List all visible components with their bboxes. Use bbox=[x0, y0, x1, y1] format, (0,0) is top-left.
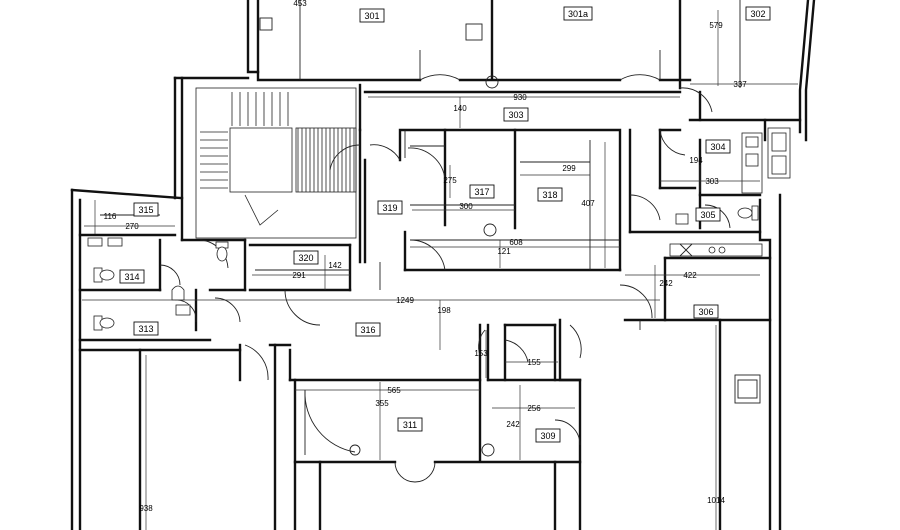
dim-116: 116 bbox=[104, 212, 117, 221]
dim-337: 337 bbox=[733, 80, 747, 89]
dim-155: 155 bbox=[527, 358, 541, 367]
room-319-label: 319 bbox=[377, 200, 403, 215]
room-311-label: 311 bbox=[397, 417, 423, 432]
dimension-labels: 453 579 337 930 140 194 303 299 275 300 … bbox=[104, 0, 748, 513]
dim-355: 355 bbox=[375, 399, 389, 408]
room-309-label: 309 bbox=[535, 428, 561, 443]
dim-291: 291 bbox=[292, 271, 306, 280]
dim-579: 579 bbox=[709, 21, 723, 30]
room-317-label: 317 bbox=[469, 184, 495, 199]
svg-text:301a: 301a bbox=[568, 9, 588, 19]
svg-text:319: 319 bbox=[382, 203, 397, 213]
room-302-label: 302 bbox=[745, 6, 771, 21]
room-313-label: 313 bbox=[133, 321, 159, 336]
dim-142: 142 bbox=[328, 261, 342, 270]
toilet-icon bbox=[737, 205, 759, 221]
fixtures bbox=[87, 127, 791, 331]
staircase bbox=[195, 87, 357, 239]
dim-140: 140 bbox=[453, 104, 467, 113]
room-labels: 301 301a 302 303 304 305 306 309 311 313… bbox=[119, 6, 771, 443]
dim-938: 938 bbox=[139, 504, 153, 513]
sink-icon bbox=[87, 213, 689, 316]
dimension-lines bbox=[82, 10, 798, 530]
toilet-icon bbox=[93, 315, 115, 331]
svg-text:318: 318 bbox=[542, 190, 557, 200]
kitchen-counter-icon bbox=[669, 127, 791, 257]
dim-303: 303 bbox=[705, 177, 719, 186]
svg-text:303: 303 bbox=[508, 110, 523, 120]
dim-194: 194 bbox=[689, 156, 703, 165]
dim-270: 270 bbox=[125, 222, 139, 231]
dim-121: 121 bbox=[497, 247, 511, 256]
dim-300: 300 bbox=[459, 202, 473, 211]
svg-text:317: 317 bbox=[474, 187, 489, 197]
dim-242-left: 242 bbox=[506, 420, 520, 429]
room-306-label: 306 bbox=[693, 304, 719, 319]
room-320-label: 320 bbox=[293, 250, 319, 265]
urinal-icon bbox=[171, 285, 185, 301]
svg-text:301: 301 bbox=[364, 11, 379, 21]
toilet-icon bbox=[215, 241, 229, 262]
dim-407: 407 bbox=[581, 199, 595, 208]
dim-453: 453 bbox=[293, 0, 307, 8]
svg-text:309: 309 bbox=[540, 431, 555, 441]
room-314-label: 314 bbox=[119, 269, 145, 284]
dim-198: 198 bbox=[437, 306, 451, 315]
walls bbox=[70, 0, 816, 530]
dim-153: 153 bbox=[474, 349, 488, 358]
dim-1014: 1014 bbox=[707, 496, 725, 505]
svg-text:305: 305 bbox=[700, 210, 715, 220]
dim-930: 930 bbox=[513, 93, 527, 102]
dim-299: 299 bbox=[562, 164, 576, 173]
svg-text:304: 304 bbox=[710, 142, 725, 152]
dim-275: 275 bbox=[443, 176, 457, 185]
room-315-label: 315 bbox=[133, 202, 159, 217]
svg-text:306: 306 bbox=[698, 307, 713, 317]
room-301-label: 301 bbox=[359, 8, 385, 23]
dim-242-right: 242 bbox=[659, 279, 673, 288]
room-301a-label: 301a bbox=[563, 6, 593, 21]
dim-565: 565 bbox=[387, 386, 401, 395]
svg-text:313: 313 bbox=[138, 324, 153, 334]
room-304-label: 304 bbox=[705, 139, 731, 154]
toilet-icon bbox=[93, 267, 115, 283]
svg-text:320: 320 bbox=[298, 253, 313, 263]
svg-text:315: 315 bbox=[138, 205, 153, 215]
svg-text:314: 314 bbox=[124, 272, 139, 282]
dim-608: 608 bbox=[509, 238, 523, 247]
svg-text:302: 302 bbox=[750, 9, 765, 19]
room-318-label: 318 bbox=[537, 187, 563, 202]
room-303-label: 303 bbox=[503, 107, 529, 122]
room-305-label: 305 bbox=[695, 207, 721, 222]
doors bbox=[159, 50, 731, 483]
dim-422: 422 bbox=[683, 271, 697, 280]
svg-text:311: 311 bbox=[403, 420, 417, 430]
dim-1249: 1249 bbox=[396, 296, 414, 305]
dim-256: 256 bbox=[527, 404, 541, 413]
interior-lines bbox=[100, 0, 761, 404]
room-316-label: 316 bbox=[355, 322, 381, 337]
svg-text:316: 316 bbox=[360, 325, 375, 335]
